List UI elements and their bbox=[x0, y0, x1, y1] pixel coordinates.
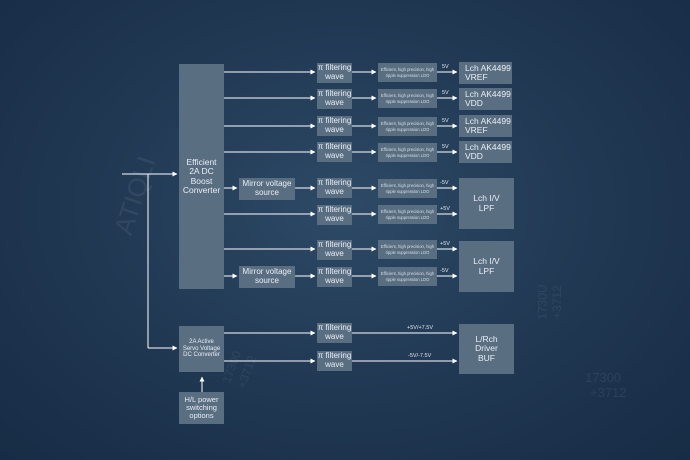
voltage-label: -5V bbox=[440, 180, 449, 186]
ldo-block-7: Efficient, high precision, high ripple s… bbox=[378, 240, 437, 259]
voltage-label: -5V/-7.5V bbox=[408, 353, 432, 359]
pi-filter-4: π filtering wave bbox=[317, 142, 352, 162]
pi-filter-5: π filtering wave bbox=[317, 178, 352, 198]
servo-converter-block: 2A Active Servo Voltage DC Converter bbox=[179, 326, 224, 372]
pi-filter-8: π filtering wave bbox=[317, 267, 352, 287]
output-driver-buf: L/Rch Driver BUF bbox=[459, 324, 514, 374]
hl-switch-block: H/L power switching options bbox=[179, 392, 224, 424]
pi-filter-6: π filtering wave bbox=[317, 205, 352, 225]
pi-filter-3: π filtering wave bbox=[317, 116, 352, 136]
voltage-label: +5V bbox=[440, 206, 450, 212]
voltage-label: 5V bbox=[442, 64, 449, 70]
voltage-label: 5V bbox=[442, 90, 449, 96]
ldo-block-5: Efficient, high precision, high ripple s… bbox=[378, 179, 437, 198]
mirror-voltage-source-1: Mirror voltage source bbox=[239, 178, 295, 200]
pi-filter-1: π filtering wave bbox=[317, 63, 352, 83]
output-vdd-1: Lch AK4499 VDD bbox=[459, 88, 512, 110]
output-vref-2: Lch AK4499 VREF bbox=[459, 115, 512, 137]
ldo-block-4: Efficient, high precision, high ripple s… bbox=[378, 143, 437, 162]
ldo-block-1: Efficient, high precision, high ripple s… bbox=[378, 63, 437, 82]
output-vref-1: Lch AK4499 VREF bbox=[459, 62, 512, 84]
voltage-label: 5V bbox=[442, 144, 449, 150]
pi-filter-7: π filtering wave bbox=[317, 240, 352, 260]
bg-text: 17300 bbox=[585, 370, 622, 385]
output-vdd-2: Lch AK4499 VDD bbox=[459, 141, 512, 163]
output-lpf-2: Lch I/V LPF bbox=[459, 241, 514, 292]
pi-filter-2: π filtering wave bbox=[317, 89, 352, 109]
ldo-block-6: Efficient, high precision, high ripple s… bbox=[378, 205, 437, 224]
voltage-label: +5V bbox=[440, 241, 450, 247]
voltage-label: -5V bbox=[440, 268, 449, 274]
mirror-voltage-source-2: Mirror voltage source bbox=[239, 266, 295, 288]
ldo-block-3: Efficient, high precision, high ripple s… bbox=[378, 117, 437, 136]
ldo-block-8: Efficient, high precision, high ripple s… bbox=[378, 267, 437, 286]
voltage-label: +5V/+7.5V bbox=[407, 325, 433, 331]
pi-filter-10: π filtering wave bbox=[317, 351, 352, 371]
bg-text: +3712 bbox=[590, 385, 627, 400]
ldo-block-2: Efficient, high precision, high ripple s… bbox=[378, 89, 437, 108]
boost-converter-block: Efficient 2A DC Boost Converter bbox=[179, 64, 224, 289]
output-lpf-1: Lch I/V LPF bbox=[459, 178, 514, 229]
voltage-label: 5V bbox=[442, 118, 449, 124]
pi-filter-9: π filtering wave bbox=[317, 323, 352, 343]
